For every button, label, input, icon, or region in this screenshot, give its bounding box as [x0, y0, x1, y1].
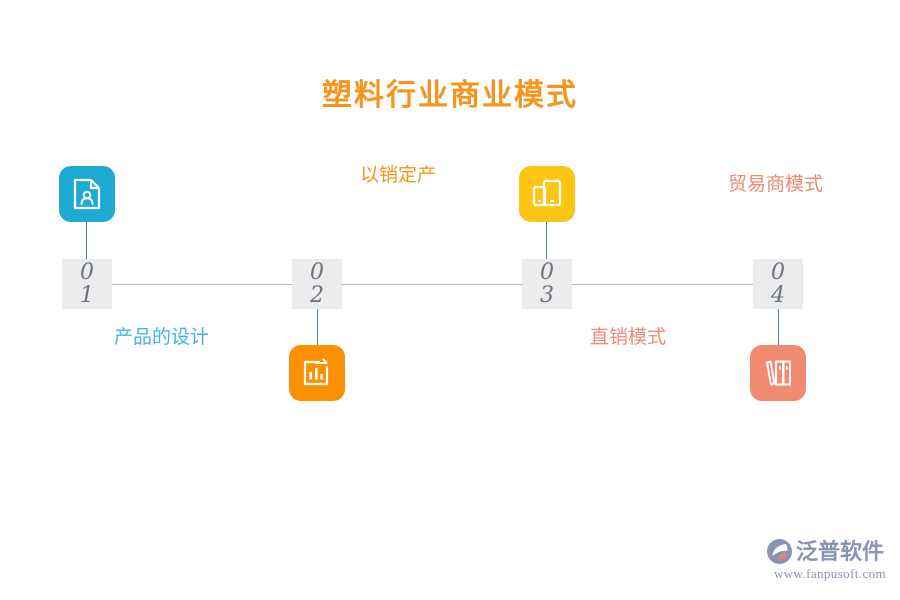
page-title: 塑料行业商业模式: [322, 79, 578, 112]
books-ledger-icon: [763, 358, 793, 388]
step-2-number: 0 2: [292, 259, 342, 309]
step-2-connector: [317, 309, 318, 346]
step-1-number-top: 0: [80, 260, 94, 285]
step-4-number-bottom: 4: [771, 283, 785, 308]
step-3-label: 直销模式: [590, 327, 667, 348]
watermark-url: www.fanpusoft.com: [773, 566, 887, 581]
timeline-axis: [62, 284, 803, 285]
step-1-icon-tile[interactable]: [59, 166, 115, 222]
step-4-icon-tile[interactable]: [750, 345, 806, 401]
step-2-label: 以销定产: [360, 165, 437, 186]
devices-icon: [531, 179, 563, 209]
step-2-number-bottom: 2: [310, 283, 324, 308]
bar-chart-arrow-icon: [301, 358, 333, 388]
step-3-icon-tile[interactable]: [519, 166, 575, 222]
step-1-number-bottom: 1: [80, 283, 94, 308]
step-4-number: 0 4: [753, 259, 803, 309]
step-3-number-top: 0: [540, 260, 554, 285]
step-2-number-top: 0: [310, 260, 324, 285]
document-person-icon: [72, 178, 102, 210]
watermark-brand: 泛普软件: [796, 538, 885, 564]
step-4-connector: [778, 309, 779, 346]
step-4-number-top: 0: [771, 260, 785, 285]
step-1-number: 0 1: [62, 259, 112, 309]
step-3-number: 0 3: [522, 259, 572, 309]
step-2-icon-tile[interactable]: [289, 345, 345, 401]
step-1-label: 产品的设计: [114, 327, 210, 348]
step-4-label: 贸易商模式: [728, 174, 824, 195]
fanpu-logo-icon: [766, 538, 793, 565]
step-3-number-bottom: 3: [540, 283, 554, 308]
step-1-connector: [86, 222, 87, 260]
watermark: 泛普软件 www.fanpusoft.com: [766, 536, 894, 584]
step-3-connector: [546, 222, 547, 260]
